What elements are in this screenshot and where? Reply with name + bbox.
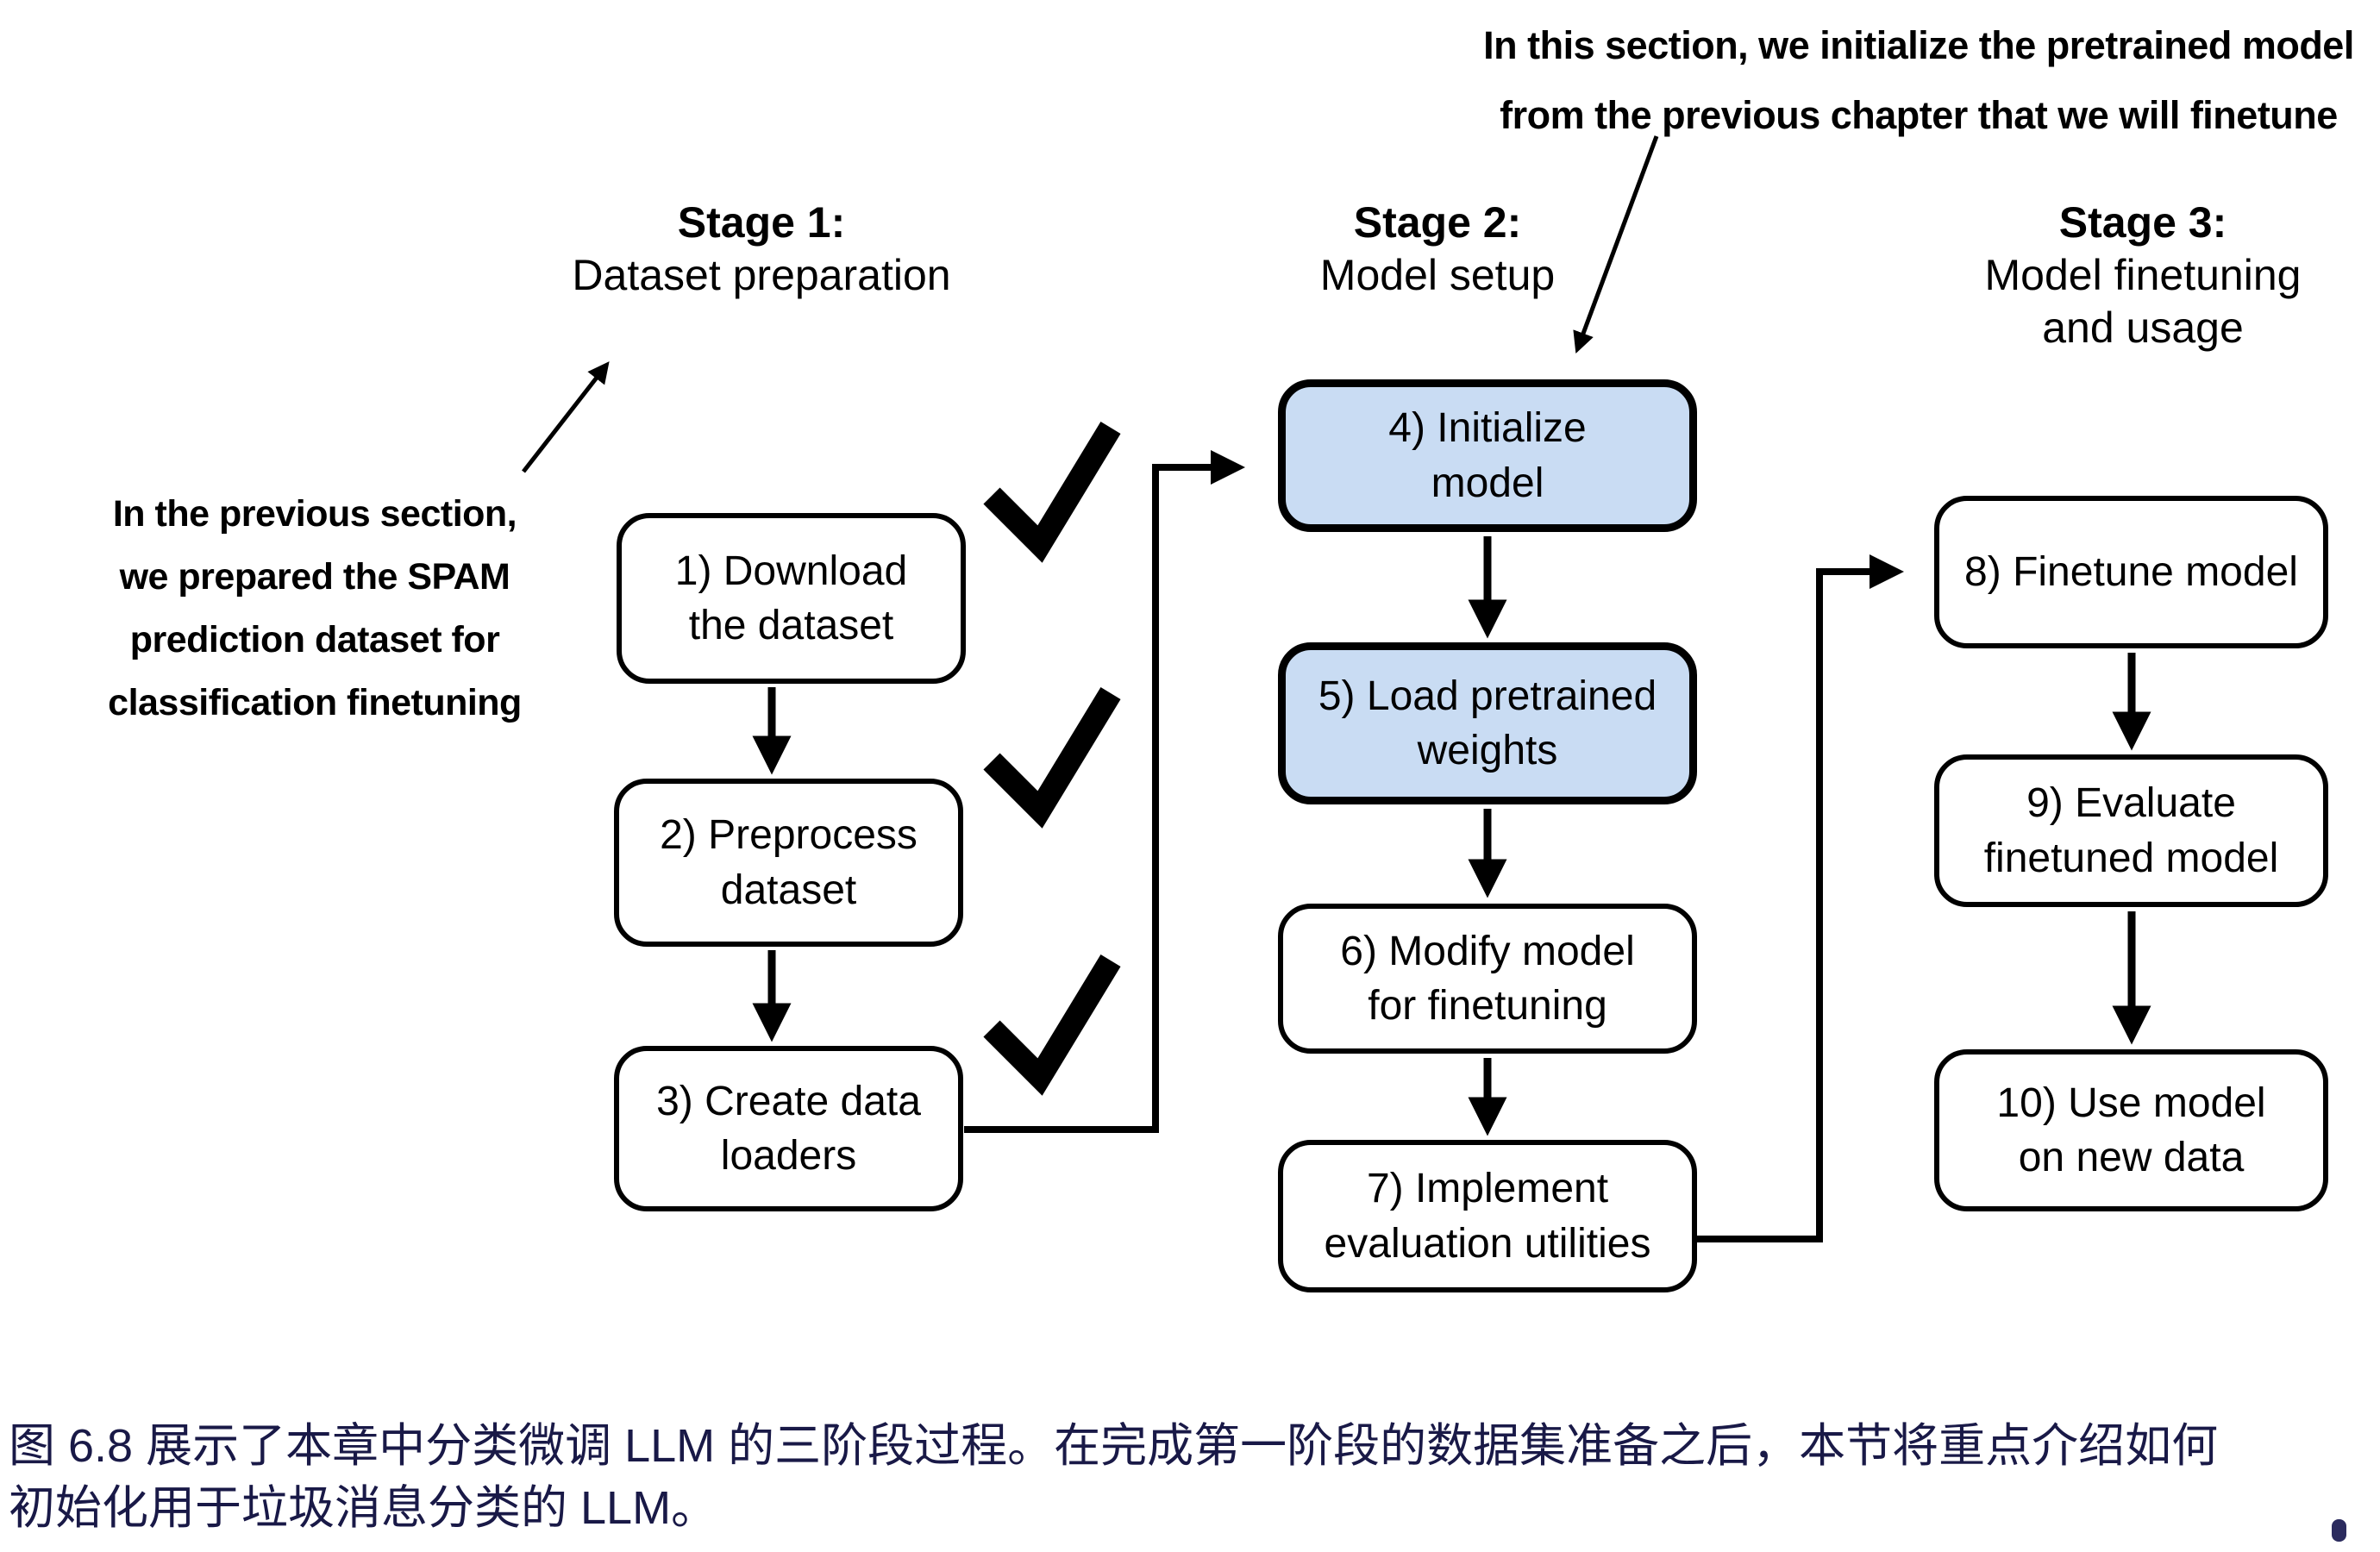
flow-box-modify-model: 6) Modify model for finetuning <box>1278 904 1697 1054</box>
flow-box-preprocess-dataset: 2) Preprocess dataset <box>614 779 963 947</box>
flow-box-finetune-model: 8) Finetune model <box>1934 496 2328 648</box>
figure-caption: 图 6.8 展示了本章中分类微调 LLM 的三阶段过程。在完成第一阶段的数据集准… <box>9 1420 2219 1534</box>
stage-2-header: Stage 2: Model setup <box>1213 197 1662 302</box>
stage-3-title: Stage 3: <box>2058 198 2227 247</box>
flow-box-use-model: 10) Use model on new data <box>1934 1049 2328 1211</box>
flow-box-download-dataset: 1) Download the dataset <box>617 513 966 684</box>
checkmark-icon <box>983 686 1121 829</box>
annotation-left: In the previous section, we prepared the… <box>108 493 522 724</box>
flow-box-evaluate-model: 9) Evaluate finetuned model <box>1934 754 2328 907</box>
annotation-top: In this section, we initialize the pretr… <box>1483 23 2354 137</box>
stage-3-header: Stage 3: Model finetuning and usage <box>1919 197 2367 354</box>
flow-box-load-pretrained-weights: 5) Load pretrained weights <box>1278 642 1697 804</box>
flow-box-implement-evaluation: 7) Implement evaluation utilities <box>1278 1140 1697 1292</box>
connector-box3-box4 <box>964 450 1245 1133</box>
annotation-left-arrow <box>522 361 610 473</box>
stage-2-title: Stage 2: <box>1353 198 1522 247</box>
stage-1-subtitle: Dataset preparation <box>572 251 951 299</box>
flow-box-create-data-loaders: 3) Create data loaders <box>614 1046 963 1211</box>
connector-box7-box8 <box>1695 554 1904 1242</box>
flow-box-initialize-model: 4) Initialize model <box>1278 379 1697 532</box>
stage-1-title: Stage 1: <box>677 198 846 247</box>
stage-1-header: Stage 1: Dataset preparation <box>537 197 986 302</box>
checkmark-icon <box>983 954 1121 1096</box>
stage-3-subtitle: Model finetuning and usage <box>1984 251 2302 352</box>
checkmark-icon <box>983 421 1121 563</box>
text-cursor-mark <box>2332 1519 2346 1542</box>
stage-2-subtitle: Model setup <box>1319 251 1556 299</box>
